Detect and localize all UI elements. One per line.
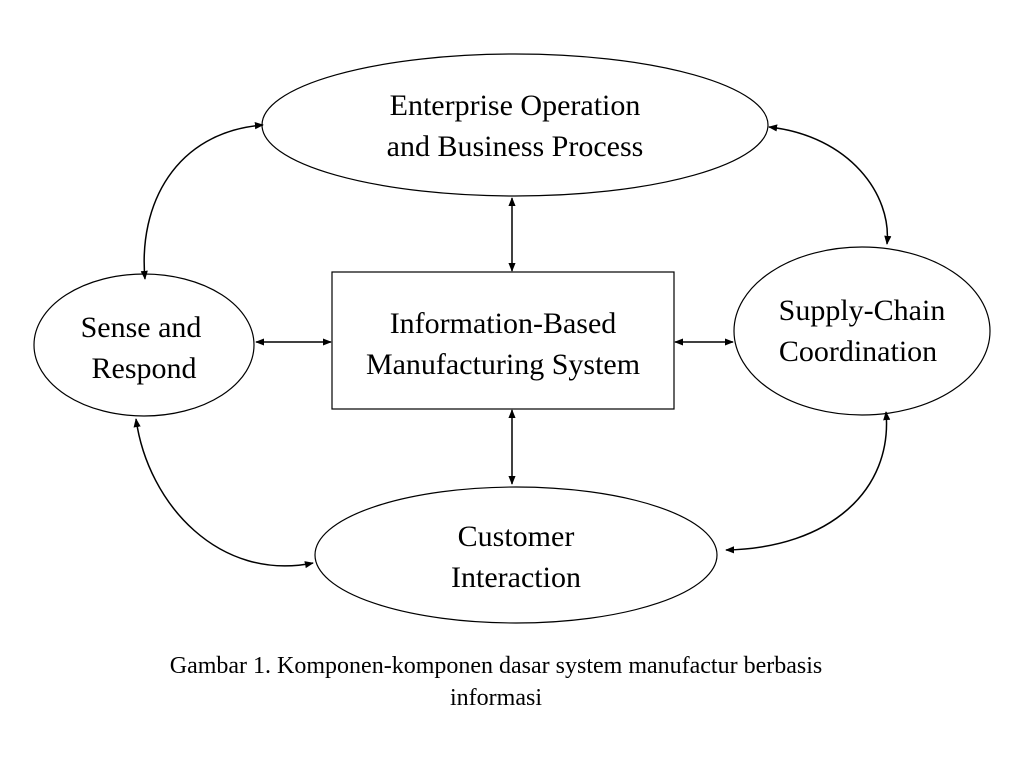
figure-caption-line2: informasi [450,685,542,711]
node-sense-and-respond-line2: Respond [92,352,197,385]
node-supply-chain-coordination: Supply-Chain Coordination [733,246,991,416]
arrow-right-bottom-curve [725,411,891,554]
figure-caption-line1: Gambar 1. Komponen-komponen dasar system… [170,653,823,679]
node-sense-and-respond-line1: Sense and [81,311,202,344]
arrow-left-bottom-curve [133,418,314,569]
node-customer-interaction-line1: Customer [458,520,575,553]
node-customer-interaction: Customer Interaction [314,486,718,624]
node-customer-interaction-line2: Interaction [451,561,581,594]
arrow-top-right-curve [768,124,892,245]
arrow-top-left-curve [140,122,264,280]
node-enterprise-operation-line1: Enterprise Operation [390,89,641,122]
node-enterprise-operation-line2: and Business Process [387,130,644,163]
node-sense-and-respond: Sense and Respond [33,273,255,417]
figure-caption: Gambar 1. Komponen-komponen dasar system… [170,653,823,711]
node-enterprise-operation: Enterprise Operation and Business Proces… [261,53,769,197]
node-information-based-line1: Information-Based [390,307,617,340]
node-information-based-manufacturing-system: Information-Based Manufacturing System [331,271,675,410]
node-supply-chain-coordination-line1: Supply-Chain [779,294,946,327]
node-information-based-line2: Manufacturing System [366,348,640,381]
node-supply-chain-coordination-line2: Coordination [779,335,937,368]
